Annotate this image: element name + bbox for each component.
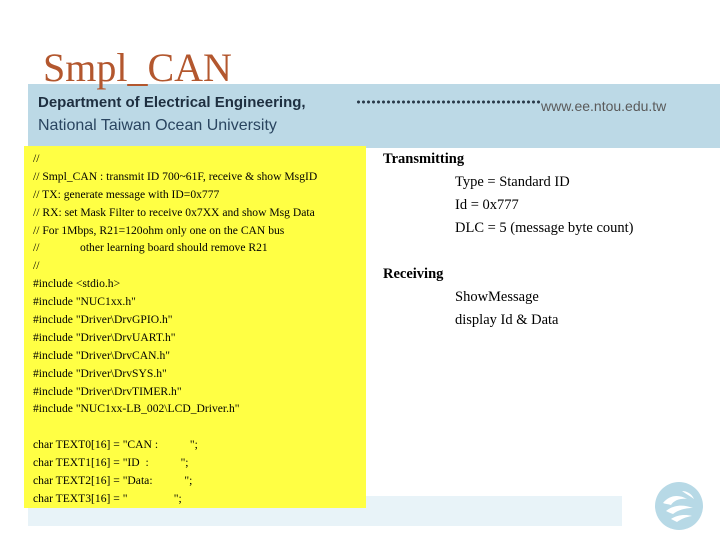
transmitting-heading: Transmitting: [383, 151, 465, 167]
transmitting-detail: DLC = 5 (message byte count): [455, 220, 634, 236]
code-declaration-line: char TEXT2[16] = "Data: ";: [33, 474, 193, 488]
code-include-line: #include "Driver\DrvCAN.h": [33, 348, 170, 362]
code-comment-line: // RX: set Mask Filter to receive 0x7XX …: [33, 205, 315, 219]
code-include-line: #include "Driver\DrvSYS.h": [33, 366, 167, 380]
code-blank-line: [33, 418, 366, 436]
code-comment-line: //: [33, 259, 40, 273]
code-comment-line: // For 1Mbps, R21=120ohm only one on the…: [33, 223, 285, 237]
transmitting-detail: Type = Standard ID: [455, 174, 570, 190]
slide-title: Smpl_CAN: [43, 45, 232, 90]
code-include-line: #include "Driver\DrvTIMER.h": [33, 384, 182, 398]
code-comment-line: // Smpl_CAN : transmit ID 700~61F, recei…: [33, 169, 318, 183]
transmitting-detail: Id = 0x777: [455, 197, 519, 213]
receiving-detail: display Id & Data: [455, 312, 559, 328]
code-declaration-line: char TEXT1[16] = "ID : ";: [33, 456, 189, 470]
code-declaration-line: char TEXT3[16] = " ";: [33, 491, 182, 505]
code-comment-line: // TX: generate message with ID=0x777: [33, 187, 220, 201]
dotted-leader: [356, 96, 541, 108]
header-band: [28, 84, 720, 148]
code-comment-line: //: [33, 152, 40, 165]
receiving-detail: ShowMessage: [455, 289, 539, 305]
code-declaration-line: char TEXT0[16] = "CAN : ";: [33, 438, 198, 452]
department-name: Department of Electrical Engineering,: [38, 94, 306, 111]
code-include-line: #include "Driver\DrvUART.h": [33, 330, 176, 344]
website-url: www.ee.ntou.edu.tw: [541, 98, 667, 114]
code-include-line: #include "NUC1xx-LB_002\LCD_Driver.h": [33, 402, 240, 416]
code-include-line: #include <stdio.h>: [33, 277, 121, 291]
receiving-heading: Receiving: [383, 266, 444, 282]
university-wave-logo-icon: [655, 482, 703, 530]
code-include-line: #include "NUC1xx.h": [33, 295, 136, 309]
notes-spacer: [383, 240, 713, 263]
notes-panel: Transmitting Type = Standard ID Id = 0x7…: [383, 148, 713, 332]
code-include-line: #include "Driver\DrvGPIO.h": [33, 313, 173, 327]
code-listing: // // Smpl_CAN : transmit ID 700~61F, re…: [24, 146, 366, 508]
code-comment-line: // other learning board should remove R2…: [33, 241, 268, 255]
university-name: National Taiwan Ocean University: [38, 117, 277, 134]
